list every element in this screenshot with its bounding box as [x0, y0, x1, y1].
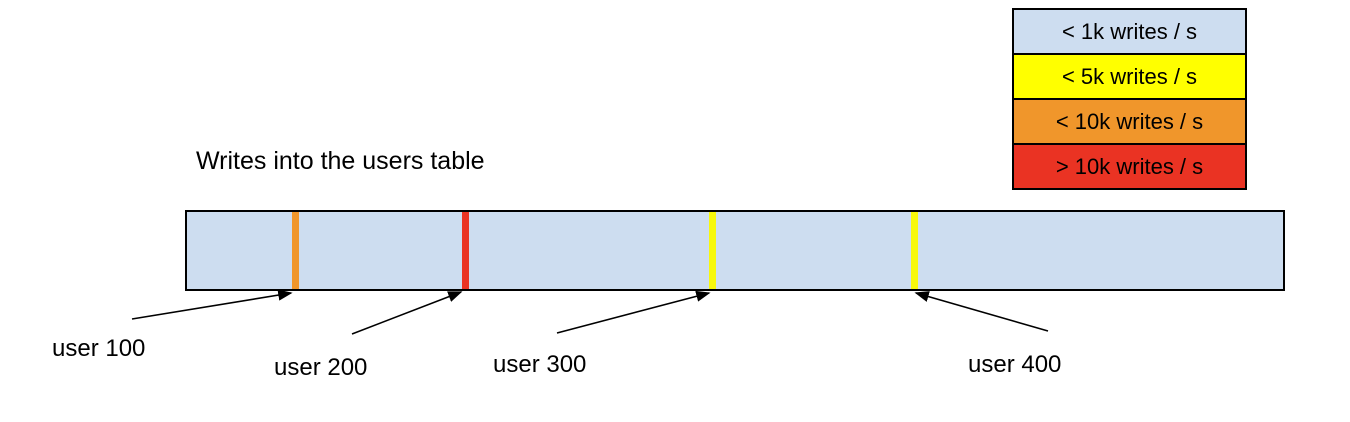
diagram-title: Writes into the users table [196, 147, 485, 175]
legend-row-lt-1k: < 1k writes / s [1012, 8, 1247, 55]
label-user-400: user 400 [968, 351, 1062, 378]
legend-row-lt-5k: < 5k writes / s [1012, 53, 1247, 100]
legend-row-gt-10k: > 10k writes / s [1012, 143, 1247, 190]
arrow-user-100 [131, 289, 293, 320]
legend-label: > 10k writes / s [1055, 153, 1204, 179]
legend-label: < 1k writes / s [1061, 18, 1198, 44]
hotspot-stripe-user-100 [292, 212, 299, 289]
legend-row-lt-10k: < 10k writes / s [1012, 98, 1247, 145]
legend: < 1k writes / s < 5k writes / s < 10k wr… [1012, 8, 1247, 190]
arrow-user-400 [914, 291, 1049, 332]
hotspot-stripe-user-200 [462, 212, 469, 289]
arrow-user-200 [351, 291, 463, 335]
label-user-200: user 200 [274, 354, 368, 381]
label-user-100: user 100 [52, 335, 146, 362]
legend-label: < 5k writes / s [1061, 63, 1198, 89]
label-user-300: user 300 [493, 351, 587, 378]
users-table-bar [185, 210, 1285, 291]
arrow-user-300 [556, 290, 711, 334]
hotspot-stripe-user-400 [911, 212, 918, 289]
hotspot-stripe-user-300 [709, 212, 716, 289]
legend-label: < 10k writes / s [1055, 108, 1204, 134]
